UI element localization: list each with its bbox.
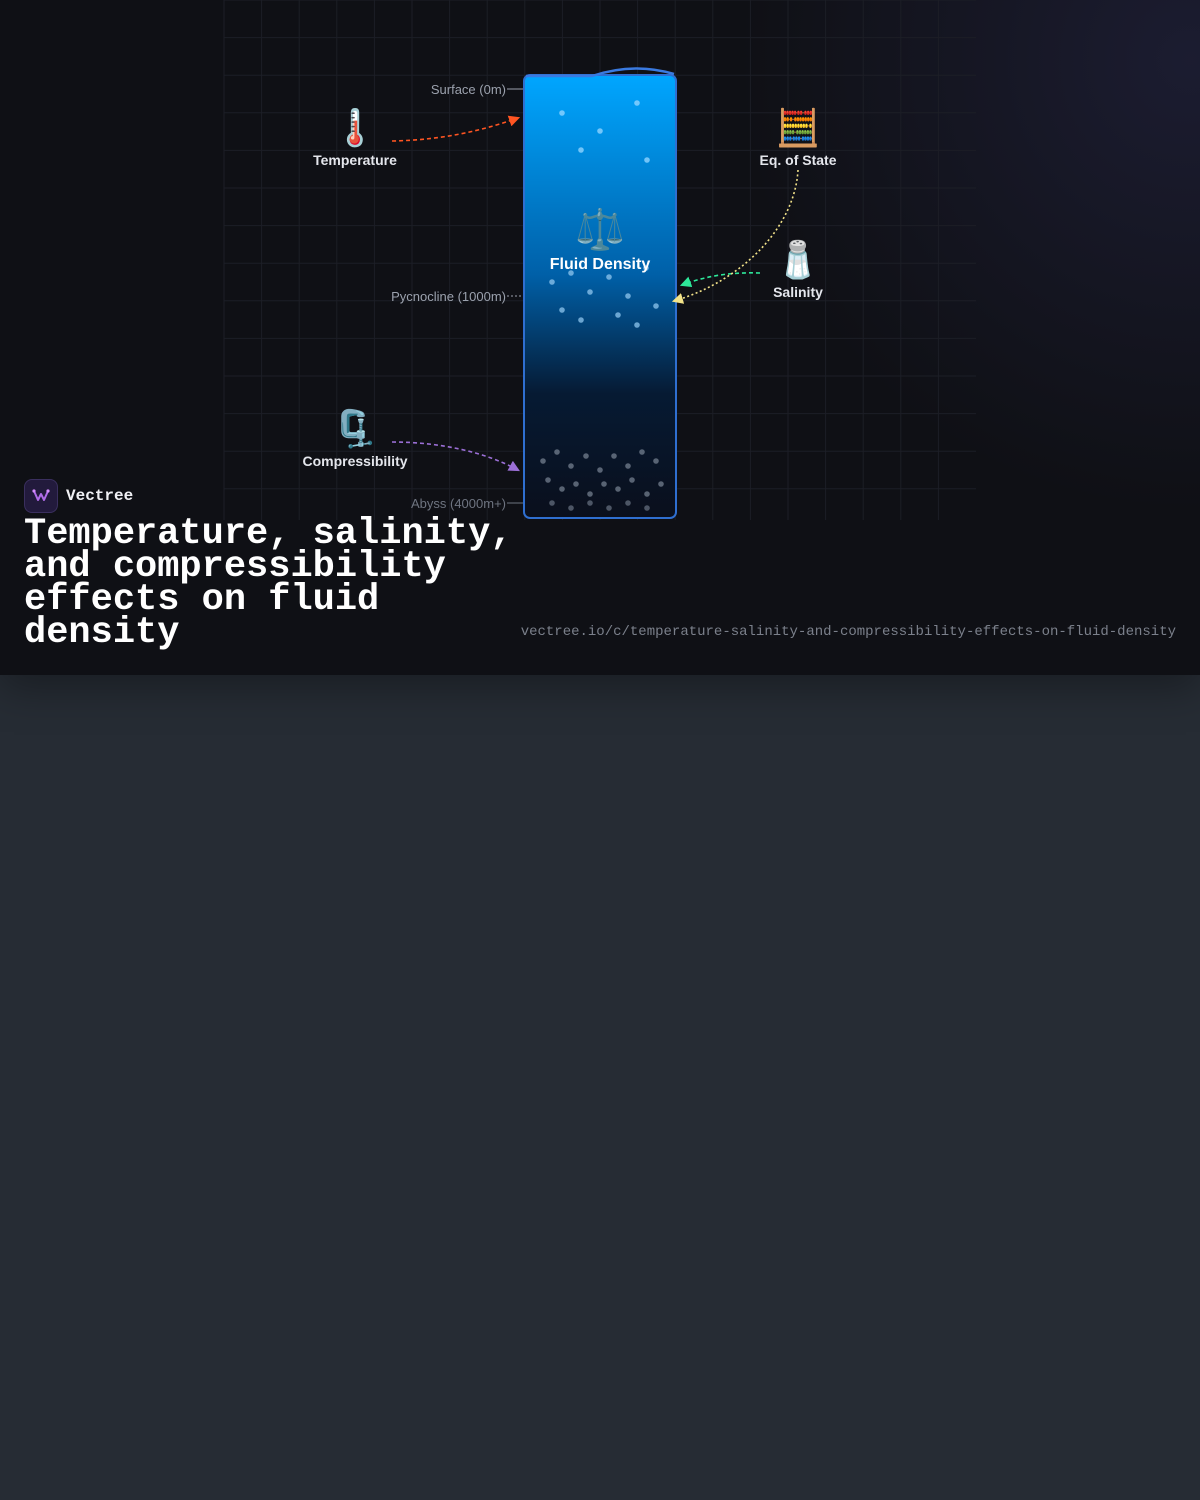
water-particle bbox=[634, 100, 640, 106]
arrow-compressibility bbox=[391, 441, 520, 472]
factor-label-temperature: Temperature bbox=[313, 152, 397, 168]
clamp-icon: 🗜️ bbox=[333, 408, 378, 450]
depth-marker-pycnocline: Pycnocline (1000m) bbox=[391, 289, 506, 304]
depth-marker-surface: Surface (0m) bbox=[431, 82, 506, 97]
water-particle bbox=[644, 505, 650, 511]
water-particle bbox=[615, 486, 621, 492]
water-particle bbox=[643, 265, 649, 271]
water-particle bbox=[611, 453, 617, 459]
water-particle bbox=[625, 293, 631, 299]
vectree-logo-icon bbox=[24, 479, 58, 513]
water-particle bbox=[634, 322, 640, 328]
water-particle bbox=[644, 491, 650, 497]
water-particle bbox=[578, 317, 584, 323]
water-particle bbox=[568, 505, 574, 511]
water-particle bbox=[653, 303, 659, 309]
water-particle bbox=[559, 110, 565, 116]
factor-label-eq-of-state: Eq. of State bbox=[759, 152, 836, 168]
water-particle bbox=[606, 505, 612, 511]
water-particle bbox=[559, 486, 565, 492]
water-particle bbox=[568, 463, 574, 469]
water-particle bbox=[554, 449, 560, 455]
page-title: Temperature, salinity, and compressibili… bbox=[24, 513, 513, 654]
factor-node-eq-of-state[interactable]: 🧮 Eq. of State bbox=[759, 107, 836, 168]
water-particle bbox=[658, 481, 664, 487]
water-surface-wave bbox=[526, 67, 675, 78]
water-column-body bbox=[523, 74, 677, 519]
water-particle bbox=[587, 289, 593, 295]
water-particle bbox=[540, 458, 546, 464]
factor-node-temperature[interactable]: 🌡️ Temperature bbox=[313, 107, 397, 168]
water-particle bbox=[606, 274, 612, 280]
center-label: Fluid Density bbox=[550, 256, 651, 273]
page-url[interactable]: vectree.io/c/temperature-salinity-and-co… bbox=[520, 624, 1176, 640]
depth-markers: Surface (0m) Pycnocline (1000m) Abyss (4… bbox=[391, 82, 523, 511]
water-particle bbox=[578, 147, 584, 153]
water-particle bbox=[629, 477, 635, 483]
center-node-fluid-density[interactable]: ⚖️ Fluid Density bbox=[550, 206, 651, 273]
water-column bbox=[523, 67, 677, 519]
arrow-salinity bbox=[679, 272, 761, 288]
water-particle bbox=[597, 467, 603, 473]
water-particle bbox=[625, 500, 631, 506]
water-particle bbox=[615, 312, 621, 318]
thermometer-icon: 🌡️ bbox=[333, 107, 378, 149]
water-particle bbox=[568, 270, 574, 276]
salt-shaker-icon: 🧂 bbox=[776, 238, 821, 281]
water-particle bbox=[545, 477, 551, 483]
brand-name: Vectree bbox=[66, 487, 134, 505]
water-particle bbox=[653, 458, 659, 464]
depth-marker-abyss: Abyss (4000m+) bbox=[411, 496, 506, 511]
water-particle bbox=[597, 128, 603, 134]
balance-scale-icon: ⚖️ bbox=[575, 206, 625, 253]
water-particle bbox=[549, 500, 555, 506]
influence-arrows bbox=[391, 115, 799, 472]
brand[interactable]: Vectree bbox=[24, 479, 133, 513]
density-particles bbox=[540, 100, 664, 511]
water-particle bbox=[639, 449, 645, 455]
water-particle bbox=[625, 463, 631, 469]
water-particle bbox=[559, 307, 565, 313]
arrow-temperature bbox=[391, 115, 521, 142]
fluid-density-diagram: Surface (0m) Pycnocline (1000m) Abyss (4… bbox=[223, 0, 976, 520]
arrow-eq-of-state bbox=[671, 169, 799, 304]
factor-label-salinity: Salinity bbox=[773, 284, 823, 300]
water-particle bbox=[644, 157, 650, 163]
water-particle bbox=[573, 481, 579, 487]
water-particle bbox=[587, 491, 593, 497]
water-particle bbox=[587, 500, 593, 506]
water-particle bbox=[583, 453, 589, 459]
factor-node-compressibility[interactable]: 🗜️ Compressibility bbox=[302, 408, 407, 469]
factor-node-salinity[interactable]: 🧂 Salinity bbox=[773, 238, 823, 300]
water-particle bbox=[601, 481, 607, 487]
factor-label-compressibility: Compressibility bbox=[302, 453, 407, 469]
diagram-card: Surface (0m) Pycnocline (1000m) Abyss (4… bbox=[0, 0, 1200, 675]
abacus-icon: 🧮 bbox=[776, 107, 821, 149]
water-particle bbox=[549, 279, 555, 285]
